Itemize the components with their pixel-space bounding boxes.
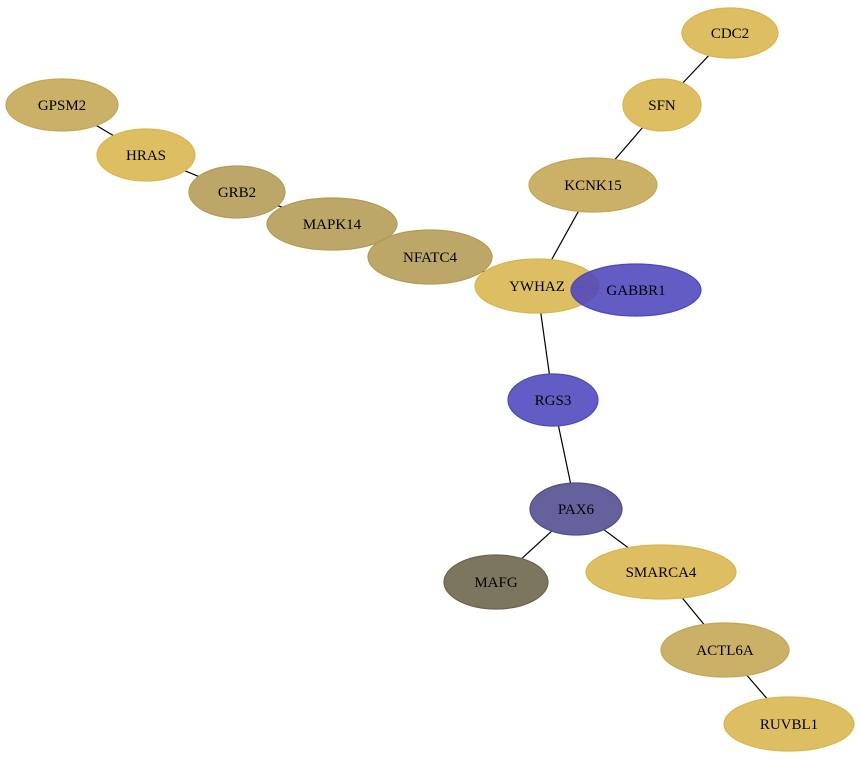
node-kcnk15[interactable]: KCNK15 [528, 157, 658, 213]
node-hras[interactable]: HRAS [96, 128, 196, 182]
edges-layer [96, 55, 768, 699]
node-mapk14-ellipse [266, 197, 398, 251]
node-grb2-ellipse [188, 165, 286, 219]
node-gpsm2-label: GPSM2 [38, 98, 86, 114]
node-gpsm2[interactable]: GPSM2 [5, 78, 119, 132]
node-nfatc4-ellipse [367, 229, 493, 285]
node-gabbr1-ellipse [570, 263, 702, 317]
edge-ywhaz-rgs3 [540, 312, 550, 375]
node-pax6[interactable]: PAX6 [529, 482, 623, 536]
node-cdc2[interactable]: CDC2 [681, 7, 779, 59]
node-smarca4-label: SMARCA4 [626, 565, 697, 581]
node-mafg-ellipse [443, 554, 549, 610]
edge-cdc2-sfn [682, 55, 710, 84]
node-rgs3-ellipse [507, 373, 599, 427]
node-nfatc4-label: NFATC4 [403, 250, 457, 266]
node-pax6-ellipse [529, 482, 623, 536]
edge-smarca4-actl6a [681, 597, 705, 625]
node-nfatc4[interactable]: NFATC4 [367, 229, 493, 285]
node-ruvbl1[interactable]: RUVBL1 [723, 696, 855, 752]
node-pax6-label: PAX6 [558, 502, 595, 518]
node-actl6a-ellipse [660, 622, 790, 678]
node-sfn[interactable]: SFN [622, 78, 702, 132]
node-ruvbl1-ellipse [723, 696, 855, 752]
node-actl6a-label: ACTL6A [696, 643, 754, 659]
node-mafg[interactable]: MAFG [443, 554, 549, 610]
node-sfn-label: SFN [648, 98, 676, 114]
node-sfn-ellipse [622, 78, 702, 132]
node-cdc2-ellipse [681, 7, 779, 59]
node-hras-ellipse [96, 128, 196, 182]
edge-actl6a-ruvbl1 [746, 674, 768, 699]
edge-kcnk15-ywhaz [551, 210, 579, 261]
edge-gpsm2-hras [96, 124, 114, 137]
node-kcnk15-label: KCNK15 [564, 178, 622, 194]
node-gabbr1-label: GABBR1 [606, 283, 665, 299]
edge-pax6-smarca4 [603, 529, 629, 549]
node-cdc2-label: CDC2 [711, 26, 749, 42]
node-ywhaz-label: YWHAZ [509, 279, 565, 295]
node-mafg-label: MAFG [474, 575, 518, 591]
node-smarca4-ellipse [585, 544, 737, 600]
edge-sfn-kcnk15 [614, 127, 644, 161]
node-ruvbl1-label: RUVBL1 [760, 717, 818, 733]
node-mapk14-label: MAPK14 [303, 217, 362, 233]
node-hras-label: HRAS [126, 148, 166, 164]
edge-rgs3-pax6 [557, 425, 572, 484]
edge-pax6-mafg [521, 530, 553, 559]
node-rgs3-label: RGS3 [535, 393, 572, 409]
node-grb2-label: GRB2 [218, 185, 256, 201]
node-rgs3[interactable]: RGS3 [507, 373, 599, 427]
node-actl6a[interactable]: ACTL6A [660, 622, 790, 678]
node-gpsm2-ellipse [5, 78, 119, 132]
node-ywhaz[interactable]: YWHAZ [474, 258, 600, 314]
node-mapk14[interactable]: MAPK14 [266, 197, 398, 251]
edge-hras-grb2 [184, 170, 199, 177]
node-smarca4[interactable]: SMARCA4 [585, 544, 737, 600]
node-gabbr1[interactable]: GABBR1 [570, 263, 702, 317]
node-grb2[interactable]: GRB2 [188, 165, 286, 219]
node-kcnk15-ellipse [528, 157, 658, 213]
